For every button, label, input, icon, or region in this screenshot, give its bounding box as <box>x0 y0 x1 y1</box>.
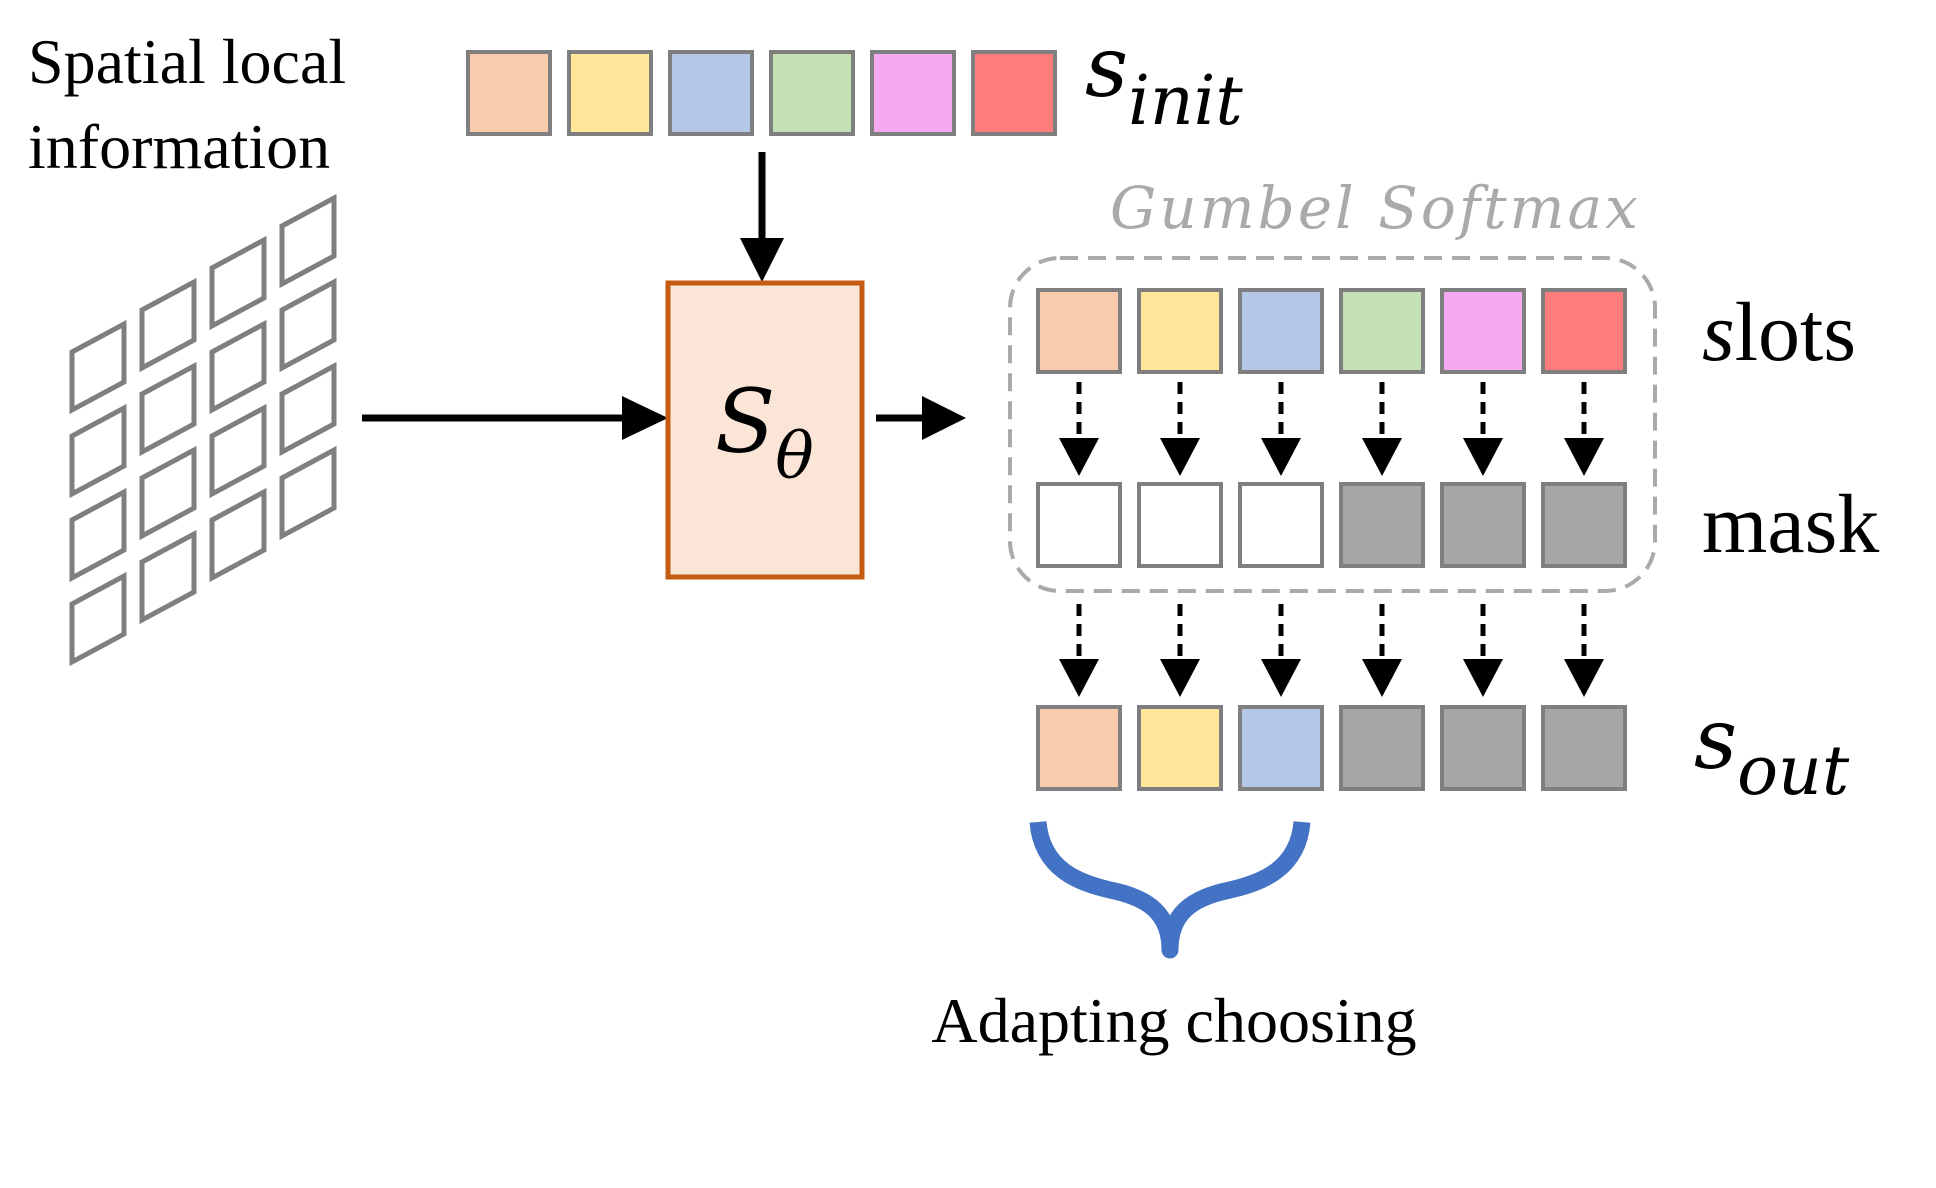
s-init-cell-1 <box>466 50 552 136</box>
s-init-base: s <box>1085 18 1128 116</box>
mask-cell-2 <box>1137 482 1223 568</box>
slots-to-mask-arrow-1 <box>1059 382 1099 476</box>
s-init-subscript: init <box>1128 62 1243 141</box>
feature-cell-r3-c2 <box>139 445 197 541</box>
gumbel-softmax-label: Gumbel Softmax <box>1110 174 1641 242</box>
init-to-operator-arrow <box>740 152 784 282</box>
s-out-cell-6 <box>1541 705 1627 791</box>
feature-cell-r1-c4 <box>279 193 337 289</box>
feature-cell-r4-c2 <box>139 529 197 625</box>
feature-cell-r2-c1 <box>69 403 127 499</box>
mask-cell-6 <box>1541 482 1627 568</box>
slots-token-row <box>1036 288 1627 374</box>
feature-cell-r2-c3 <box>209 319 267 415</box>
gumbel-softmax-container <box>1008 256 1657 593</box>
mask-to-sout-arrow-6 <box>1564 604 1604 697</box>
selection-brace <box>1029 820 1311 959</box>
feature-cell-r2-c4 <box>279 277 337 373</box>
slots-to-mask-arrow-3 <box>1261 382 1301 476</box>
mask-cell-3 <box>1238 482 1324 568</box>
mask-cell-1 <box>1036 482 1122 568</box>
slots-cell-3 <box>1238 288 1324 374</box>
mask-to-sout-arrow-5 <box>1463 604 1503 697</box>
s-init-label: sinit <box>1085 18 1243 141</box>
slots-to-mask-arrows <box>1059 382 1604 476</box>
s-init-cell-5 <box>870 50 956 136</box>
feature-cell-r1-c1 <box>69 319 127 415</box>
operator-to-slots-arrow <box>876 396 966 440</box>
slots-to-mask-arrow-4 <box>1362 382 1402 476</box>
slots-to-mask-arrow-2 <box>1160 382 1200 476</box>
s-out-cell-5 <box>1440 705 1526 791</box>
feature-cell-r1-c3 <box>209 235 267 331</box>
slots-cell-5 <box>1440 288 1526 374</box>
spatial-label-line2: information <box>28 111 330 182</box>
s-out-cell-2 <box>1137 705 1223 791</box>
spatial-label-line1: Spatial local <box>28 26 346 97</box>
feature-cell-r3-c1 <box>69 487 127 583</box>
s-out-subscript: out <box>1737 732 1850 811</box>
mask-label: mask <box>1702 478 1879 571</box>
adapting-choosing-label: Adapting choosing <box>931 985 1416 1056</box>
slots-cell-1 <box>1036 288 1122 374</box>
feature-cell-r3-c4 <box>279 361 337 457</box>
mask-to-sout-arrows <box>1059 604 1604 697</box>
s-out-token-row <box>1036 705 1627 791</box>
mask-to-sout-arrow-3 <box>1261 604 1301 697</box>
slots-label-rest: lots <box>1735 286 1856 379</box>
grid-to-operator-arrow <box>362 396 668 440</box>
slots-cell-6 <box>1541 288 1627 374</box>
feature-cell-r4-c1 <box>69 571 127 667</box>
feature-cell-r1-c2 <box>139 277 197 373</box>
slots-cell-2 <box>1137 288 1223 374</box>
s-out-label: sout <box>1694 690 1850 811</box>
mask-to-sout-arrow-4 <box>1362 604 1402 697</box>
operator-label: Sθ <box>715 370 814 494</box>
s-init-cell-2 <box>567 50 653 136</box>
s-out-cell-3 <box>1238 705 1324 791</box>
mask-cell-5 <box>1440 482 1526 568</box>
mask-token-row <box>1036 482 1627 568</box>
feature-cell-r3-c3 <box>209 403 267 499</box>
operator-base: S <box>715 370 775 473</box>
slots-label: slots <box>1702 286 1856 379</box>
s-init-cell-6 <box>971 50 1057 136</box>
s-init-cell-3 <box>668 50 754 136</box>
slots-to-mask-arrow-5 <box>1463 382 1503 476</box>
s-init-token-row <box>466 50 1057 136</box>
feature-cell-r4-c4 <box>279 445 337 541</box>
slots-cell-4 <box>1339 288 1425 374</box>
s-out-base: s <box>1694 690 1737 788</box>
mask-to-sout-arrow-1 <box>1059 604 1099 697</box>
s-out-cell-4 <box>1339 705 1425 791</box>
feature-cell-r4-c3 <box>209 487 267 583</box>
slots-label-first: s <box>1702 286 1735 379</box>
mask-to-sout-arrow-2 <box>1160 604 1200 697</box>
s-init-cell-4 <box>769 50 855 136</box>
slot-attention-operator-box <box>665 280 865 580</box>
s-out-cell-1 <box>1036 705 1122 791</box>
feature-cell-r2-c2 <box>139 361 197 457</box>
slots-to-mask-arrow-6 <box>1564 382 1604 476</box>
mask-cell-4 <box>1339 482 1425 568</box>
spatial-feature-grid <box>69 193 337 667</box>
operator-subscript: θ <box>775 420 814 494</box>
